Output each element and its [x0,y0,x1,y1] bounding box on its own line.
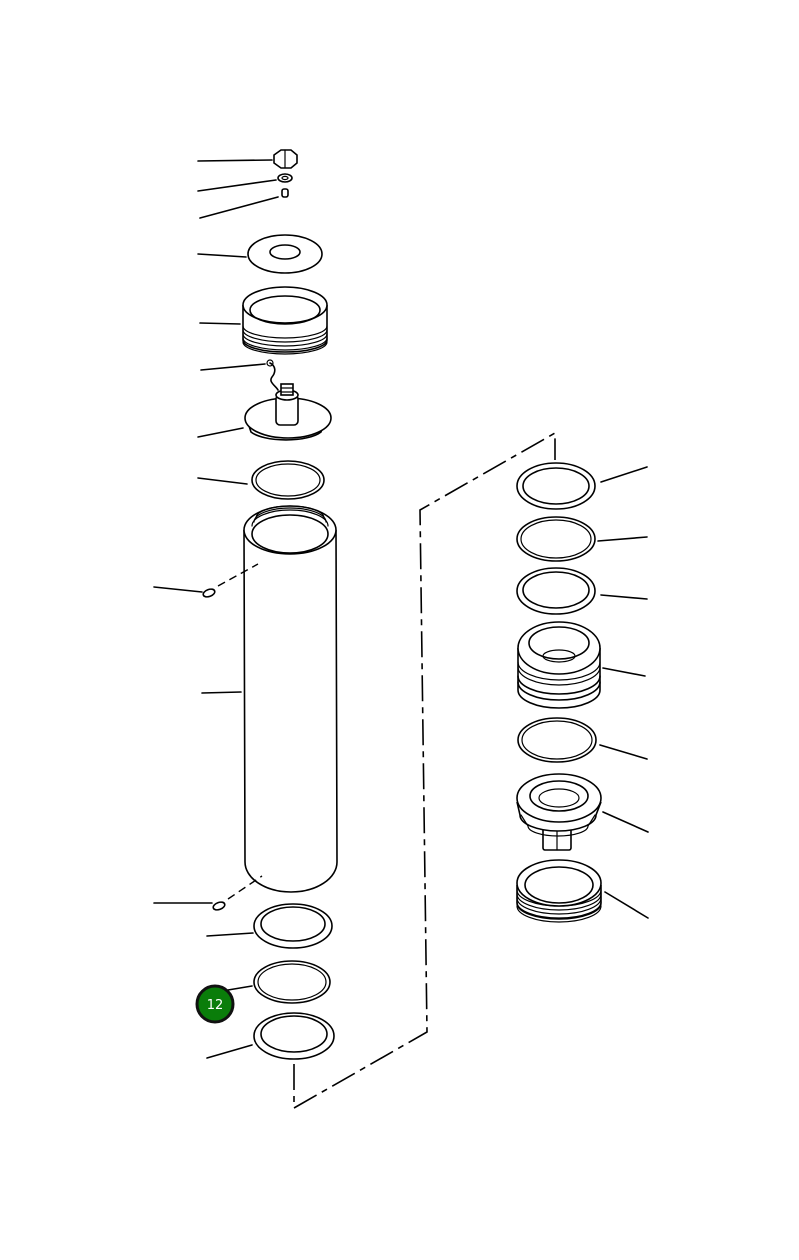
ring-right-4[interactable] [517,717,648,763]
threaded-gland-nut[interactable] [199,286,328,355]
hex-bolt[interactable] [197,149,298,169]
ring-right-1[interactable] [516,462,648,510]
ring-right-3[interactable] [516,567,648,615]
callout-badge-circle [195,984,235,1024]
flat-washer[interactable] [197,234,323,274]
callout-badge-12[interactable]: 12 [195,984,235,1024]
grease-fitting-upper[interactable] [153,563,259,598]
ring-lower-1[interactable] [206,903,333,949]
cylinder-head[interactable] [197,383,332,441]
grease-fitting-lower[interactable] [153,875,263,911]
retaining-wire[interactable] [200,359,279,391]
ring-right-2[interactable] [516,516,648,562]
lock-washer[interactable] [197,173,293,192]
o-ring-upper[interactable] [197,460,325,500]
small-fitting[interactable] [199,188,289,219]
piston[interactable] [517,621,646,709]
ring-lower-3[interactable] [206,1012,335,1060]
assembly-centerline [293,431,556,1110]
ring-lower-2[interactable] [227,960,331,1004]
cylinder-barrel[interactable] [201,505,338,893]
threaded-ring-right[interactable] [516,859,649,923]
gland-bushing[interactable] [516,773,649,851]
callout-number: 12 [207,998,224,1013]
